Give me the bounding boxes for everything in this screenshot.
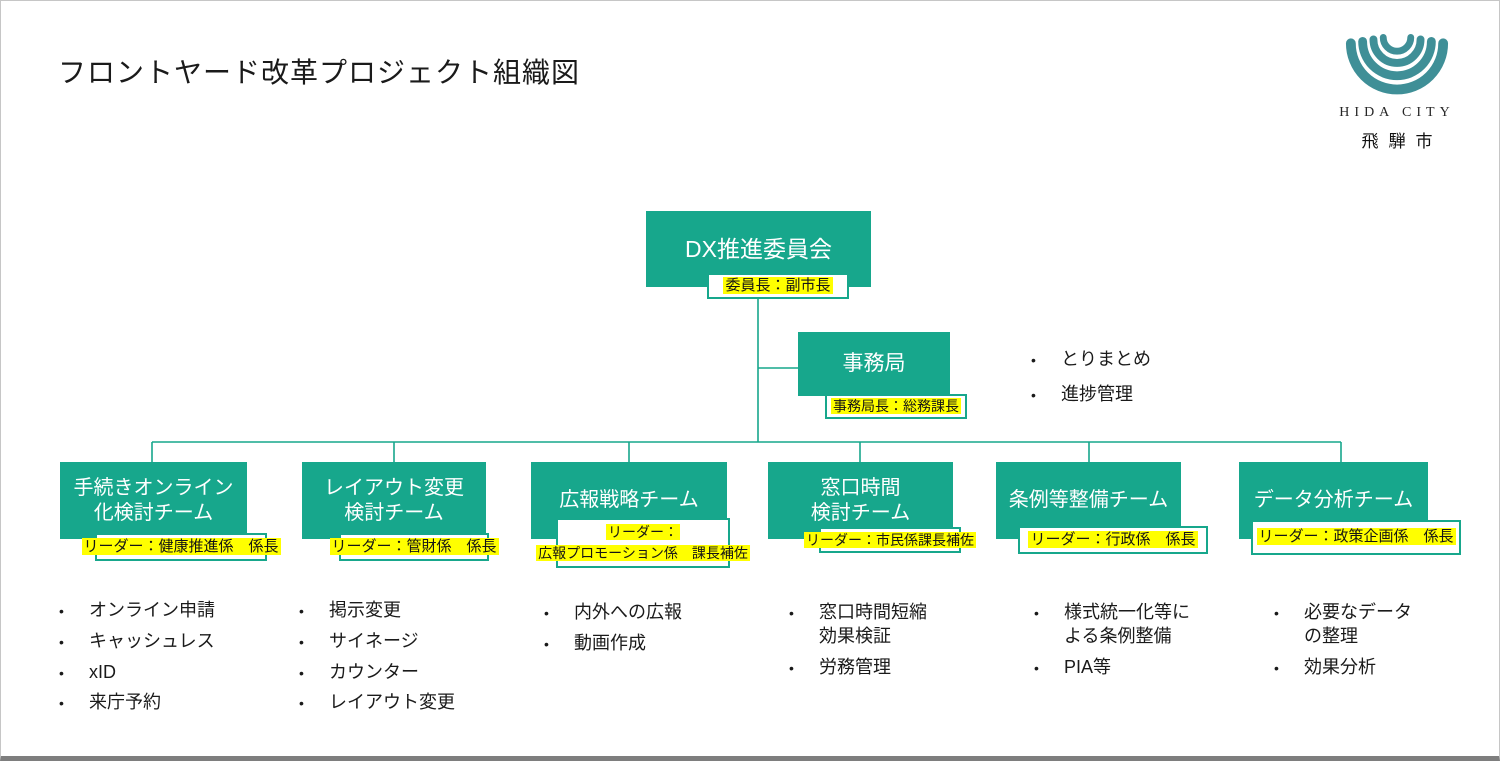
bullet-marker: • [299,633,304,650]
leader-text: リーダー：広報プロモーション係 課長補佐 [536,524,750,561]
bullet-marker: • [1034,605,1039,621]
page-title: フロントヤード改革プロジェクト組織図 [58,57,581,88]
task-item: •内外への広報 [544,602,682,622]
task-item: •オンライン申請 [59,600,215,620]
task-item: •レイアウト変更 [299,692,455,713]
task-item: •様式統一化等に よる条例整備 [1034,602,1190,646]
task-item: •サイネージ [299,630,419,651]
task-item: •xID [59,661,116,682]
team-box-counter-hours: 窓口時間 検討チーム [768,462,953,539]
bullet-marker: • [789,659,794,676]
leader-text: リーダー：行政係 係長 [1028,530,1198,548]
logo-text-ja: 飛騨市 [1361,132,1443,151]
bullet-marker: • [1034,659,1039,676]
committee-role-text: 委員長：副市長 [723,276,833,294]
leader-text: リーダー：健康推進係 係長 [81,537,281,555]
leader-text: リーダー：市民係課長補佐 [804,531,976,548]
team-task-list: •オンライン申請 •キャッシュレス •xID •来庁予約 [59,599,269,722]
task-item: •窓口時間短縮 効果検証 [789,602,927,646]
bullet-marker: • [1274,659,1279,676]
bullet-marker: • [544,605,549,621]
note-item: •とりまとめ [1031,349,1151,369]
team-leader-label: リーダー：行政係 係長 [1018,526,1208,554]
bullet-marker: • [1031,386,1036,403]
team-leader-label: リーダー：管財係 係長 [329,533,499,561]
task-item: •カウンター [299,661,419,682]
team-task-list: •窓口時間短縮 効果検証 •労務管理 [789,601,999,686]
team-leader-label: リーダー：市民係課長補佐 [804,527,976,553]
team-task-list: •内外への広報 •動画作成 [544,601,754,663]
team-leader-label: リーダー：広報プロモーション係 課長補佐 [536,518,750,568]
leader-text: リーダー：政策企画係 係長 [1256,528,1456,546]
committee-role-label: 委員長：副市長 [707,273,849,299]
bullet-marker: • [299,695,304,712]
bullet-marker: • [299,664,304,681]
bullet-marker: • [1031,352,1036,368]
task-item: •掲示変更 [299,600,401,620]
secretariat-role-label: 事務局長：総務課長 [825,394,967,419]
hida-city-logo: HIDA CITY 飛騨市 [1329,23,1465,152]
team-leader-label: リーダー：健康推進係 係長 [81,533,281,561]
bullet-marker: • [59,664,64,681]
task-item: •キャッシュレス [59,630,215,651]
secretariat-role-text: 事務局長：総務課長 [831,398,961,414]
bullet-marker: • [59,633,64,650]
bullet-marker: • [544,635,549,652]
bullet-marker: • [299,603,304,619]
task-item: •来庁予約 [59,692,161,713]
task-item: •必要なデータ の整理 [1274,602,1412,646]
secretariat-box: 事務局 [798,332,950,396]
team-task-list: •必要なデータ の整理 •効果分析 [1274,601,1474,686]
team-task-list: •様式統一化等に よる条例整備 •PIA等 [1034,601,1244,686]
task-item: •動画作成 [544,632,646,653]
leader-text: リーダー：管財係 係長 [329,537,499,555]
task-item: •効果分析 [1274,656,1376,677]
note-item: •進捗管理 [1031,383,1133,404]
secretariat-notes: •とりまとめ •進捗管理 [1031,348,1151,418]
team-task-list: •掲示変更 •サイネージ •カウンター •レイアウト変更 [299,599,519,722]
team-box-procedures-online: 手続きオンライン 化検討チーム [60,462,247,539]
wave-arcs-icon [1345,34,1449,95]
team-leader-label: リーダー：政策企画係 係長 [1251,520,1461,555]
task-item: •労務管理 [789,656,891,677]
logo-text-en: HIDA CITY [1339,105,1455,120]
task-item: •PIA等 [1034,656,1112,677]
team-box-layout-change: レイアウト変更 検討チーム [302,462,486,539]
bullet-marker: • [59,695,64,712]
bullet-marker: • [59,603,64,619]
bullet-marker: • [789,605,794,621]
bullet-marker: • [1274,605,1279,621]
